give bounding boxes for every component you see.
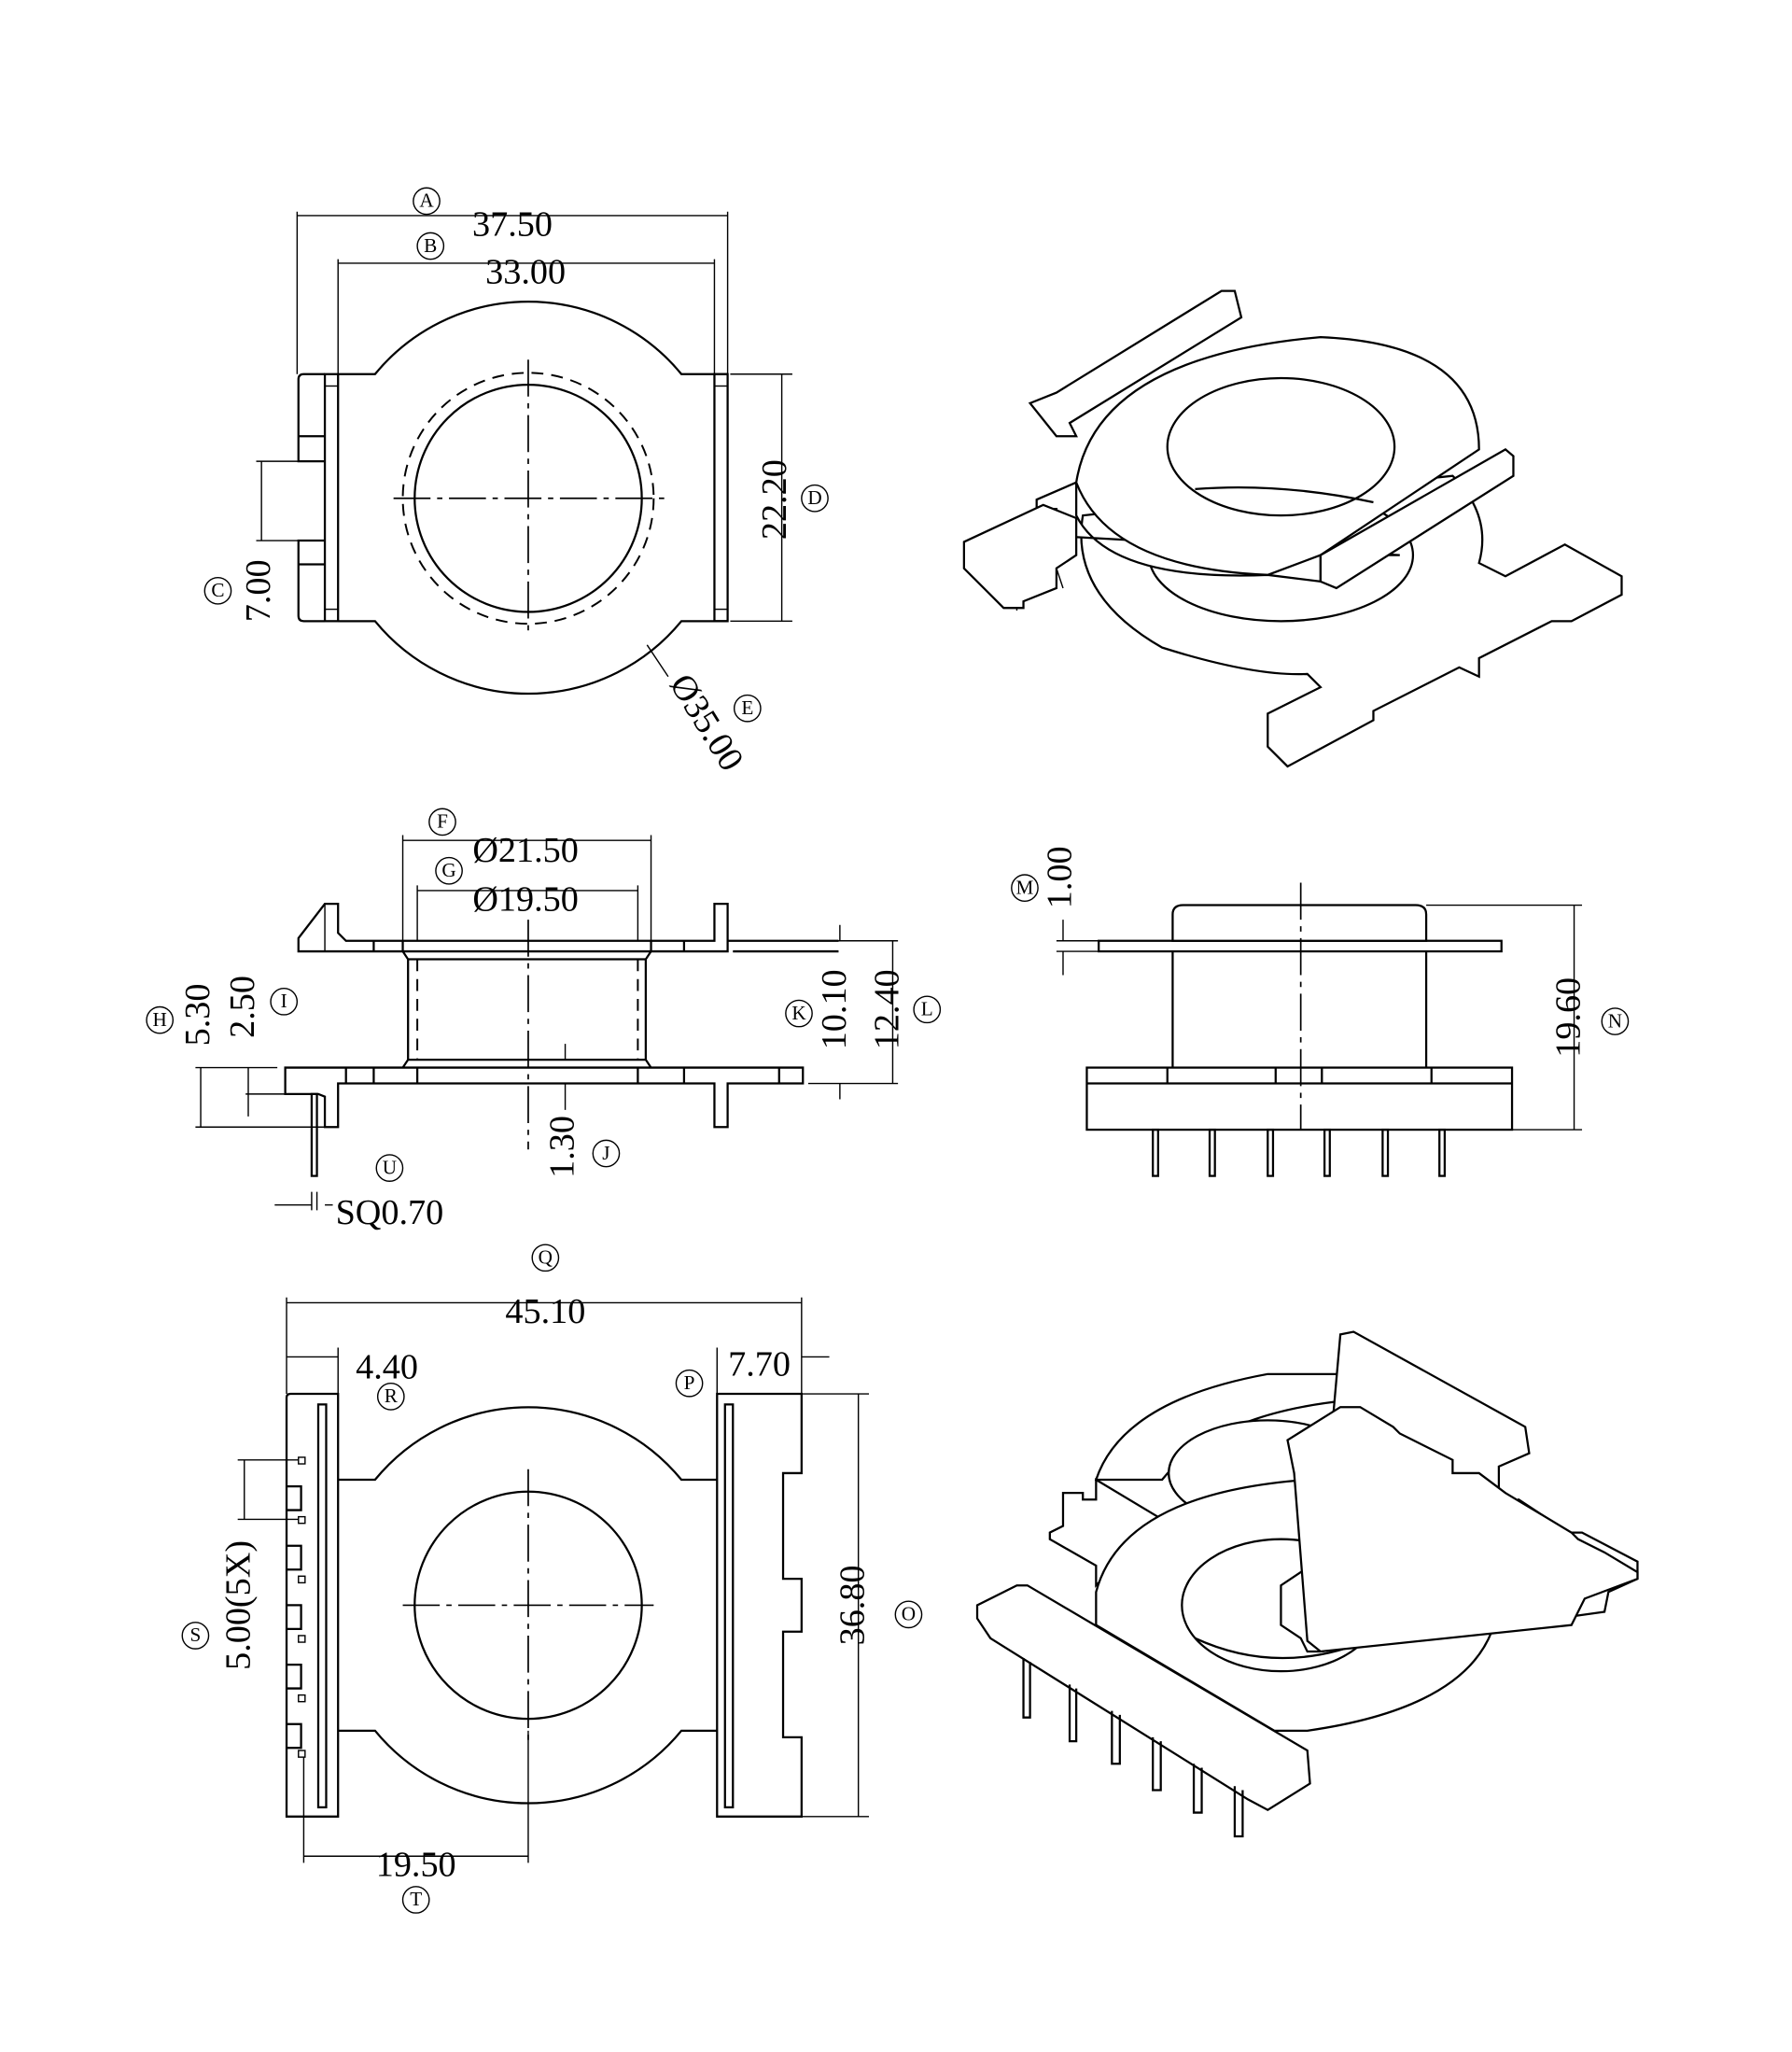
dimension-value-s: 5.00(5X) xyxy=(219,1540,259,1670)
callout-letter-f: F xyxy=(437,810,448,833)
callout-letter-a: A xyxy=(419,190,434,212)
callout-letter-c: C xyxy=(211,579,224,601)
callout-letter-m: M xyxy=(1016,876,1034,898)
isometric-view-bottom xyxy=(975,1330,1639,1838)
callout-circle-j xyxy=(592,1139,621,1168)
callout-letter-i: I xyxy=(281,990,287,1012)
callout-letter-d: D xyxy=(807,486,821,509)
callout-circle-p xyxy=(675,1369,704,1398)
callout-circle-r xyxy=(376,1383,405,1411)
bottom-view xyxy=(237,1297,869,1863)
dimension-value-f: Ø21.50 xyxy=(472,831,579,870)
dimension-value-m: 1.00 xyxy=(1041,846,1080,908)
dimension-value-t: 19.50 xyxy=(376,1846,456,1885)
front-view xyxy=(256,211,792,696)
callout-circle-f xyxy=(428,808,456,836)
dimension-value-p: 7.70 xyxy=(728,1345,791,1384)
callout-letter-j: J xyxy=(602,1142,609,1164)
callout-circle-u xyxy=(375,1154,404,1182)
dimension-value-r: 4.40 xyxy=(356,1347,418,1386)
callout-letter-g: G xyxy=(441,859,455,881)
callout-circle-g xyxy=(435,856,463,885)
dimension-value-o: 36.80 xyxy=(833,1565,873,1645)
dimension-value-g: Ø19.50 xyxy=(472,879,579,919)
callout-letter-q: Q xyxy=(539,1246,553,1269)
callout-letter-s: S xyxy=(189,1623,201,1646)
dimension-value-i: 2.50 xyxy=(223,976,262,1038)
callout-letter-o: O xyxy=(902,1603,916,1625)
callout-circle-q xyxy=(531,1244,560,1272)
side-view-right xyxy=(1056,882,1583,1177)
callout-circle-i xyxy=(270,987,299,1016)
callout-letter-r: R xyxy=(385,1384,399,1407)
callout-circle-c xyxy=(203,576,232,605)
side-view-left xyxy=(195,835,899,1211)
callout-circle-d xyxy=(801,484,829,513)
dimension-labels: 37.50 A 33.00 B 7.00 C 22.20 D Ø35.00E Ø21.50 F Ø19… xyxy=(146,187,1630,1914)
callout-letter-e: E xyxy=(741,696,753,719)
isometric-view-top xyxy=(962,289,1623,768)
callout-circle-l xyxy=(913,995,942,1024)
callout-letter-k: K xyxy=(791,1002,806,1024)
iso-pins xyxy=(1022,1658,1244,1838)
dimension-value-c: 7.00 xyxy=(239,559,278,622)
callout-circle-e xyxy=(733,694,762,723)
callout-letter-n: N xyxy=(1608,1009,1622,1032)
dimension-value-h: 5.30 xyxy=(178,984,217,1047)
dimension-value-l: 12.40 xyxy=(867,969,906,1049)
callout-letter-l: L xyxy=(921,998,933,1020)
dimension-value-e: Ø35.00 xyxy=(662,668,751,779)
callout-circle-n xyxy=(1601,1007,1630,1035)
dimension-value-n: 19.60 xyxy=(1548,977,1588,1058)
dimension-value-a: 37.50 xyxy=(472,204,553,244)
dimension-value-b: 33.00 xyxy=(485,252,566,291)
dimension-value-j: 1.30 xyxy=(542,1116,581,1178)
callout-circle-k xyxy=(785,999,813,1028)
dimension-value-d: 22.20 xyxy=(755,459,794,540)
callout-circle-a xyxy=(413,187,441,216)
dimension-value-q: 45.10 xyxy=(505,1292,585,1331)
callout-circle-b xyxy=(416,232,445,260)
callout-letter-u: U xyxy=(383,1156,397,1178)
callout-letter-h: H xyxy=(153,1008,167,1031)
callout-circle-t xyxy=(401,1886,430,1914)
callout-circle-h xyxy=(146,1005,175,1034)
dimension-value-k: 10.10 xyxy=(815,969,854,1049)
pin-squares xyxy=(298,1456,306,1758)
dimension-value-u: SQ0.70 xyxy=(336,1193,444,1232)
callout-circle-s xyxy=(181,1622,210,1650)
pins xyxy=(1152,1128,1447,1177)
callout-circle-m xyxy=(1011,874,1039,903)
callout-letter-p: P xyxy=(684,1371,695,1394)
callout-letter-b: B xyxy=(424,234,437,257)
callout-letter-t: T xyxy=(410,1888,422,1910)
callout-circle-o xyxy=(894,1600,923,1629)
